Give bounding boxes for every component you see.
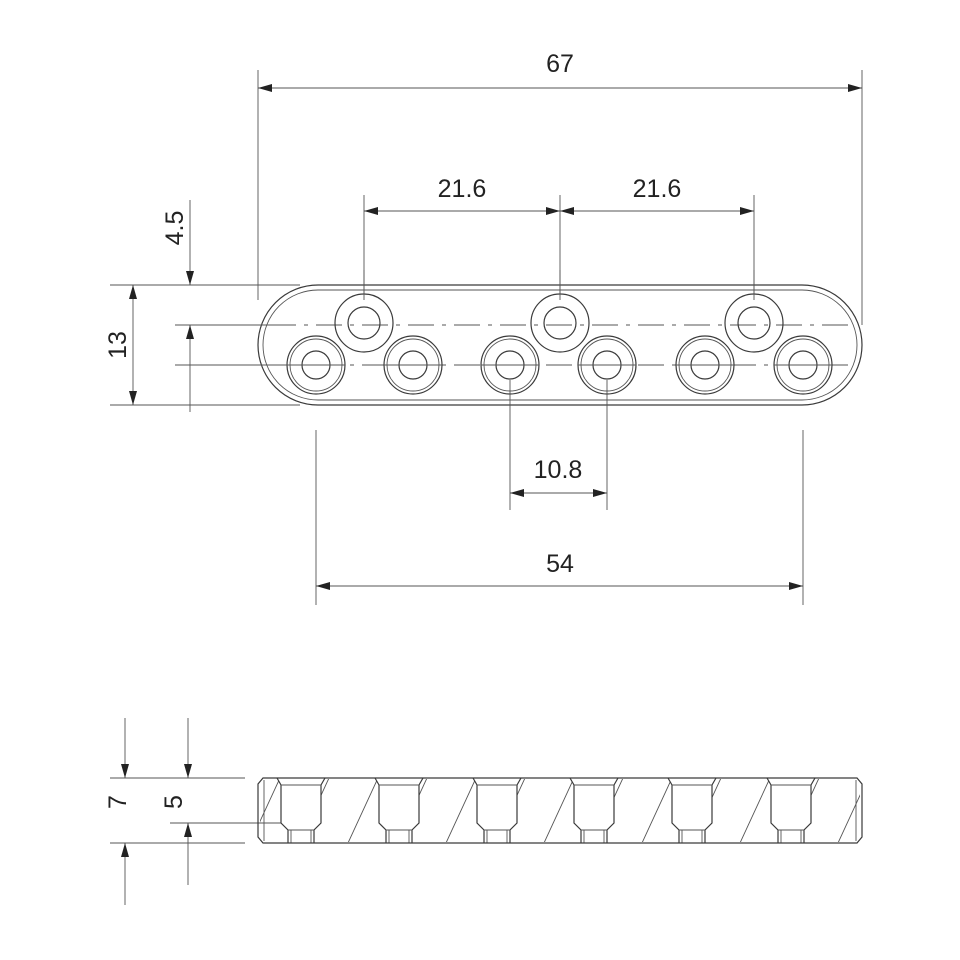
counterbore-section [667,777,717,843]
lower-hole [286,335,346,395]
lower-hole [675,335,735,395]
counterbore-section [766,777,816,843]
dim-thickness: 7 [104,795,132,809]
counterbore-section [569,777,619,843]
lower-hole [383,335,443,395]
lower-holes [286,335,833,395]
lower-hole [773,335,833,395]
dim-upper-pitch-left: 21.6 [438,175,487,203]
dim-upper-offset: 4.5 [161,211,189,246]
dim-upper-pitch-right: 21.6 [633,175,682,203]
upper-holes [334,270,784,353]
dimension-lines [110,70,863,905]
counterbore-section [276,777,326,843]
dim-lower-pitch: 10.8 [534,456,583,484]
plate-section-view [257,777,863,844]
plate-top-view [257,270,863,406]
dim-lower-span: 54 [546,550,574,578]
dim-overall-length: 67 [546,50,574,78]
dim-counterbore-depth: 5 [160,795,188,809]
counterbore-section [374,777,424,843]
counterbore-section [472,777,522,843]
dim-width: 13 [104,331,132,359]
